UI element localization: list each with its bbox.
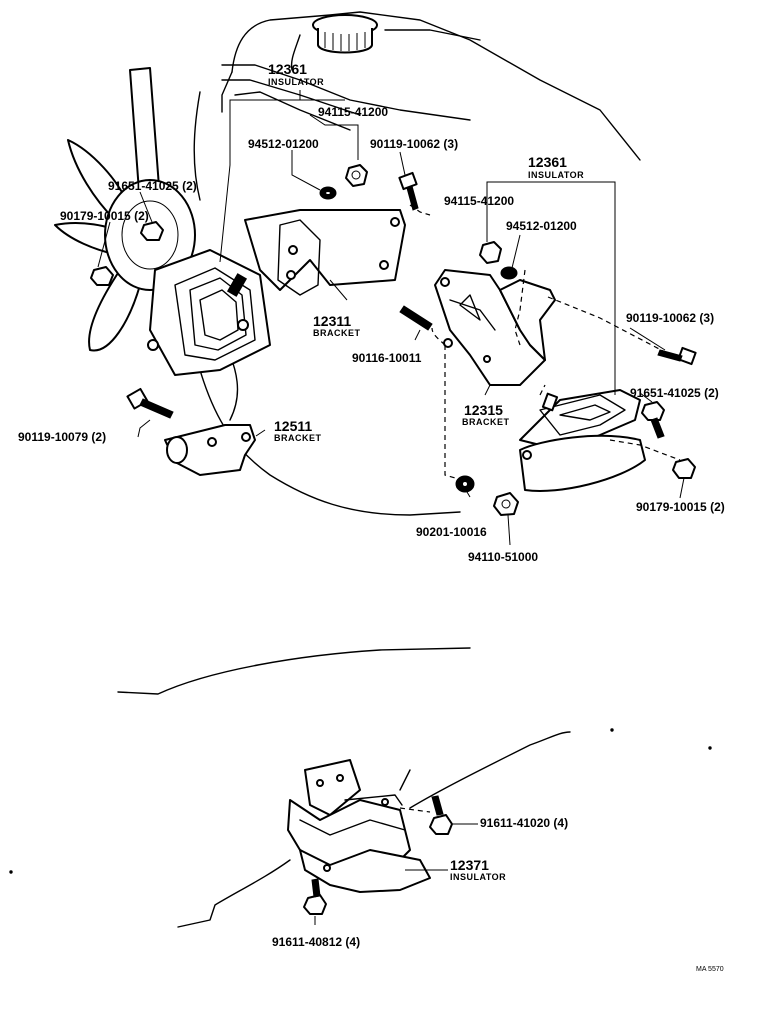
part-number-94115-41200-upper: 94115-41200 [318, 105, 389, 119]
part-name-insulator-upper: INSULATOR [268, 77, 325, 87]
part-number-91651-41025-left: 91651-41025 (2) [108, 179, 197, 193]
fastener-nut-94110 [493, 492, 519, 516]
fastener-nut-90179-left [90, 266, 114, 286]
part-name-bracket-12311: BRACKET [313, 328, 361, 338]
rear-frame-outline [9, 647, 712, 928]
part-number-90119-10079: 90119-10079 (2) [18, 430, 107, 444]
part-number-94512-01200-right: 94512-01200 [506, 219, 577, 233]
fastener-nut-94115-left [345, 164, 368, 187]
fastener-bolt-90119-10062-left [398, 171, 419, 211]
fastener-nut-90179-right [672, 458, 696, 479]
fastener-bolt-91651-left [140, 221, 164, 241]
fastener-washer-94512-right [500, 266, 518, 280]
front-insulator-right [519, 389, 646, 492]
part-number-12311: 12311 [313, 313, 352, 329]
fastener-washer-94512-left [319, 186, 337, 200]
part-number-94512-01200-upper: 94512-01200 [248, 137, 319, 151]
bracket-12311 [244, 209, 406, 296]
fastener-bolt-90119-10079 [126, 387, 174, 419]
part-number-12361-right: 12361 [528, 154, 567, 170]
part-name-insulator-12371: INSULATOR [450, 872, 507, 882]
bracket-12511 [164, 424, 256, 476]
fastener-nut-90201 [455, 475, 475, 493]
diagram-reference-code: MA 5570 [696, 966, 724, 973]
part-number-91651-41025-right: 91651-41025 (2) [630, 386, 719, 400]
part-number-12511: 12511 [274, 418, 313, 434]
fastener-stud-90116 [399, 305, 433, 331]
fastener-bolt-91651-right [641, 401, 665, 439]
leader-lines-lower [314, 807, 478, 925]
part-number-90201-10016: 90201-10016 [416, 525, 487, 539]
part-number-90179-10015-right: 90179-10015 (2) [636, 500, 725, 514]
part-number-90119-10062-upper: 90119-10062 (3) [370, 137, 459, 151]
part-number-90116-10011: 90116-10011 [352, 351, 422, 365]
part-name-bracket-12315: BRACKET [462, 417, 510, 427]
part-name-bracket-12511: BRACKET [274, 433, 322, 443]
part-name-insulator-right: INSULATOR [528, 170, 585, 180]
part-number-91611-41020: 91611-41020 (4) [480, 816, 569, 830]
part-number-90119-10062-right: 90119-10062 (3) [626, 311, 715, 325]
fastener-bolt-91611-40812 [303, 878, 327, 915]
assembly-lines-upper [409, 204, 681, 481]
part-number-12371: 12371 [450, 857, 489, 873]
bracket-12315 [434, 269, 556, 386]
part-number-91611-40812: 91611-40812 (4) [272, 935, 361, 949]
fastener-nut-94115-right [479, 241, 502, 264]
part-number-12315: 12315 [464, 402, 503, 418]
front-insulator-left [147, 249, 271, 376]
part-number-94110-51000: 94110-51000 [468, 550, 539, 564]
radiator-cap [290, 14, 378, 71]
leader-lines-upper [97, 90, 685, 546]
part-number-12361-upper: 12361 [268, 61, 307, 77]
fastener-bolt-90119-10062-right [657, 346, 697, 366]
part-number-90179-10015-left: 90179-10015 (2) [60, 209, 149, 223]
engine-block-outline [193, 11, 641, 516]
fastener-bolt-91611-41020 [429, 795, 453, 835]
rear-insulator-12371 [287, 759, 431, 893]
part-number-94115-41200-right: 94115-41200 [444, 194, 515, 208]
